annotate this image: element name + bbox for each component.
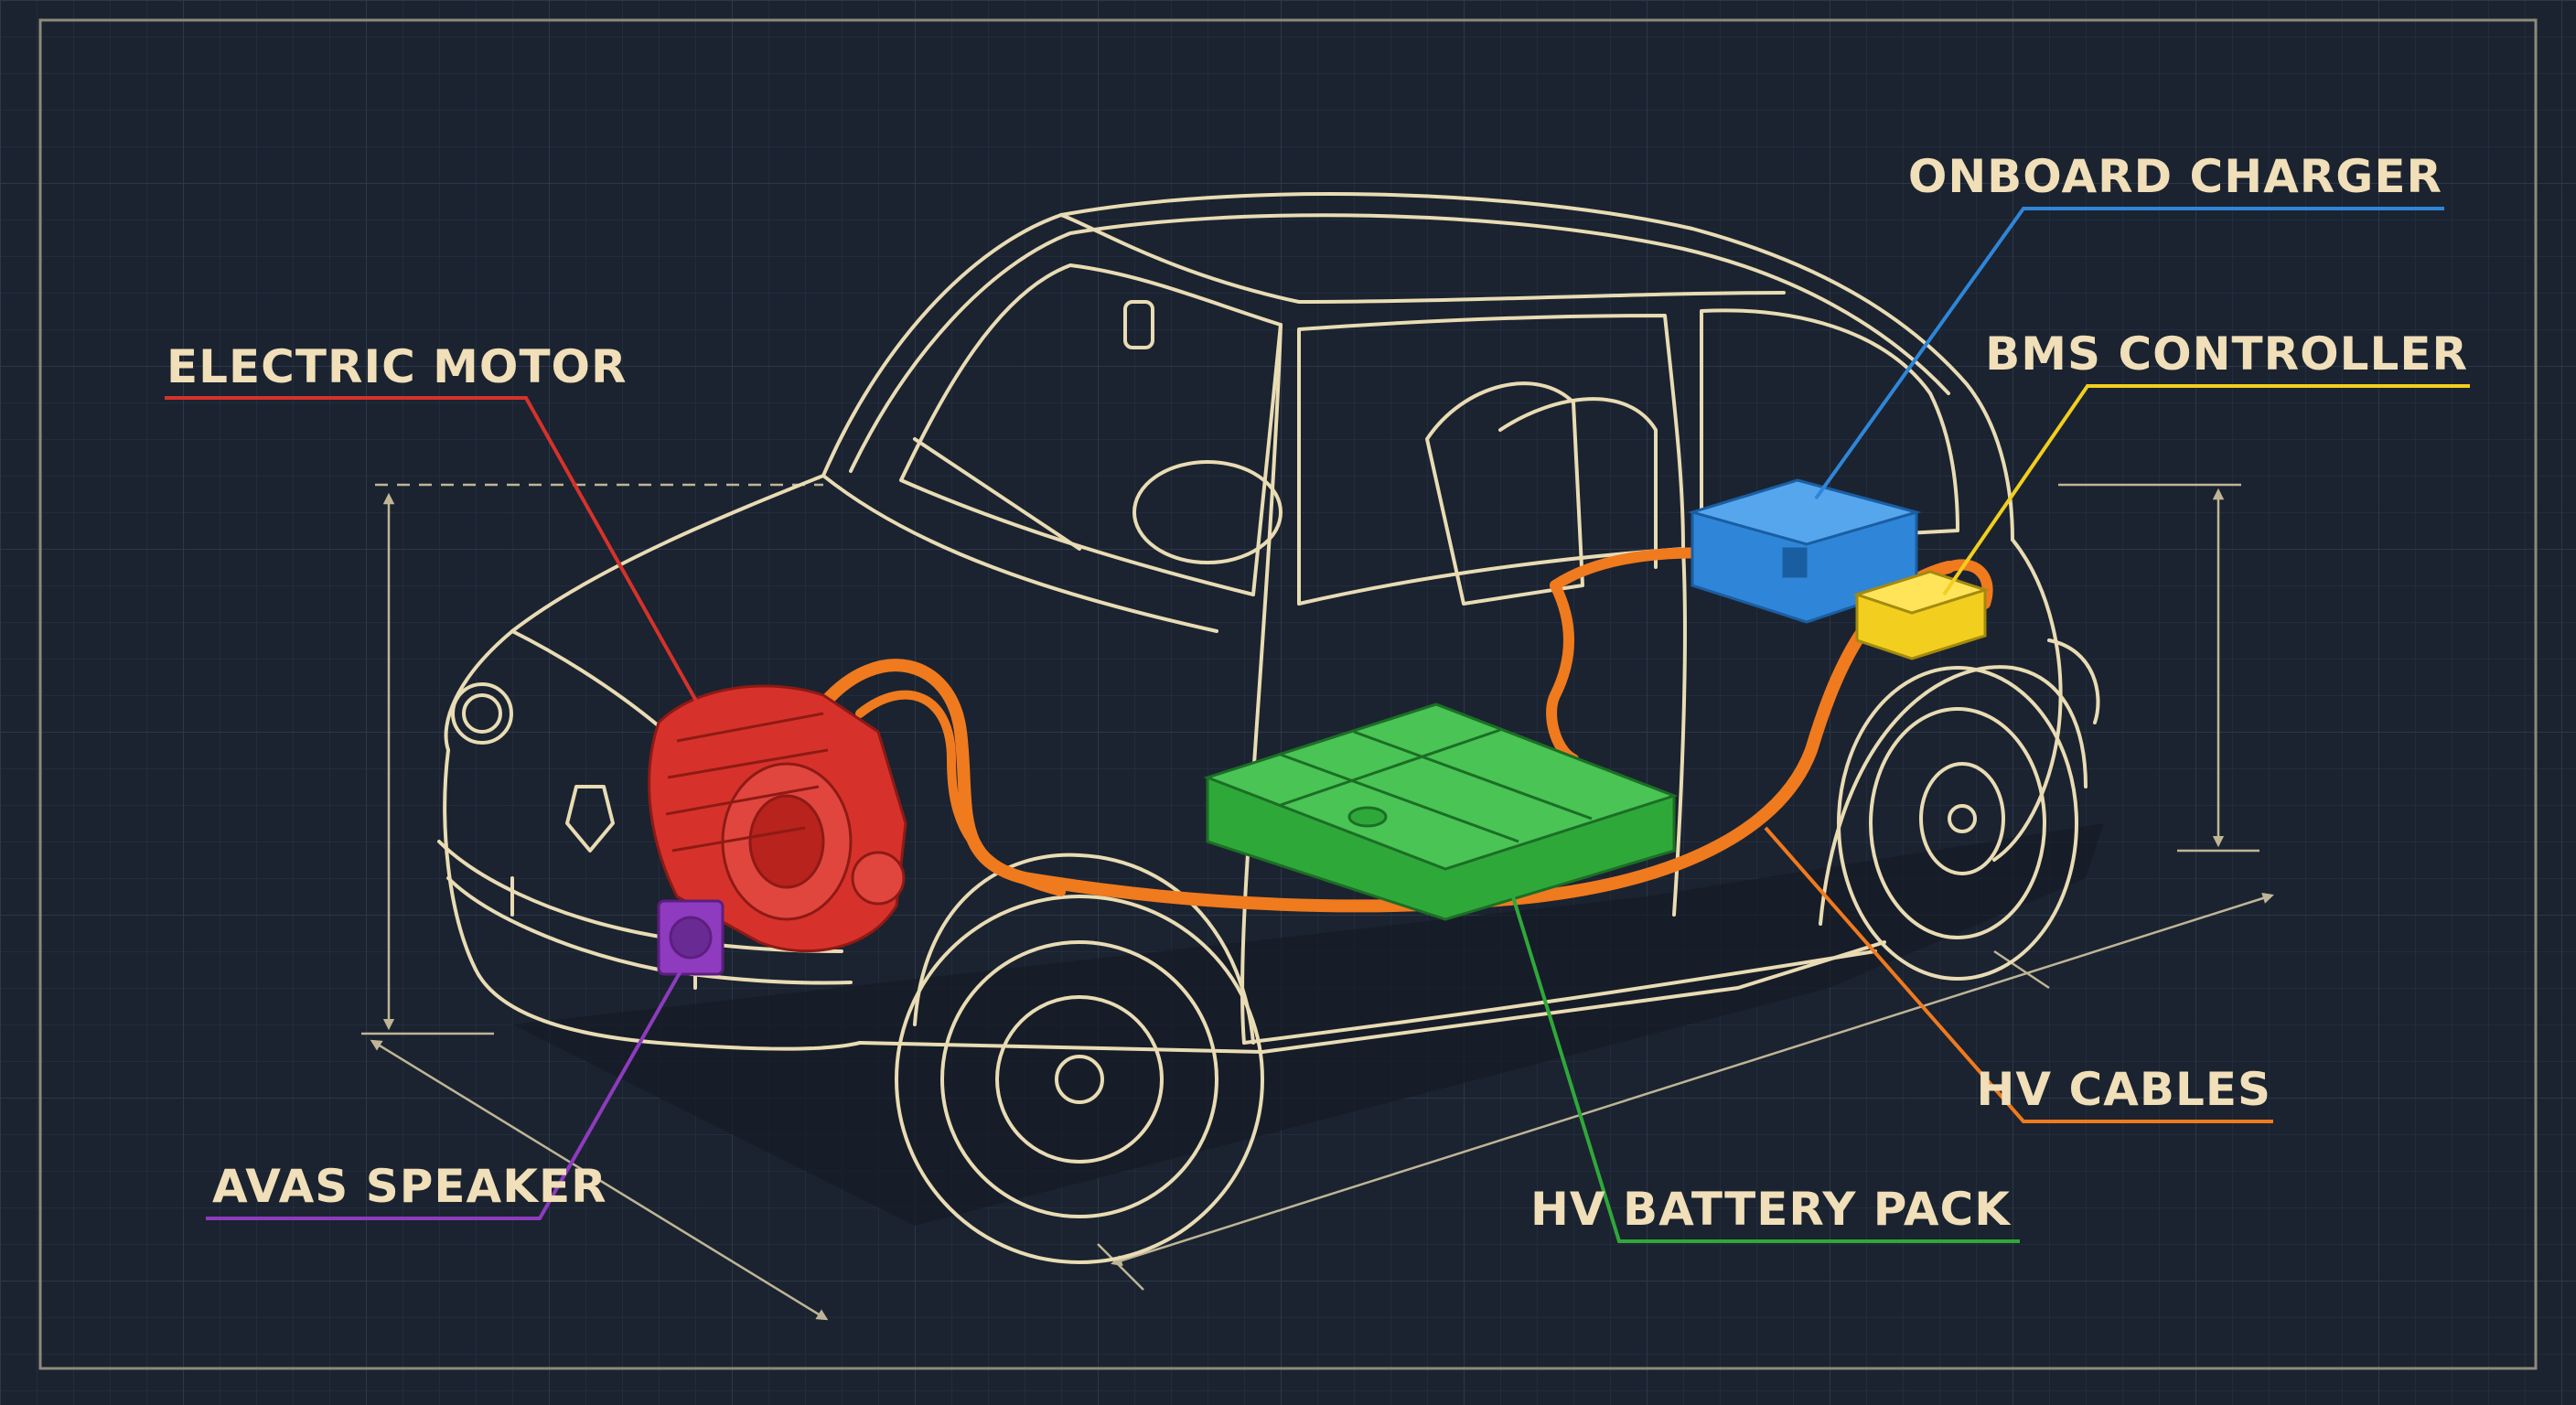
hv-cables-label: HV CABLES: [1977, 1063, 2271, 1116]
hv-battery-pack-label: HV BATTERY PACK: [1530, 1183, 2012, 1236]
charger-leader: [1814, 207, 2444, 500]
component-labels: ELECTRIC MOTOR ONBOARD CHARGER BMS CONTR…: [166, 150, 2468, 1236]
avas-speaker-label: AVAS SPEAKER: [212, 1160, 607, 1213]
cables-leader: [1764, 826, 2273, 1123]
speaker-icon: [657, 899, 724, 976]
leader-lines: [165, 207, 2470, 1243]
speaker-leader: [206, 969, 683, 1220]
dimension-lines: [361, 483, 2274, 1321]
battery-leader: [1498, 854, 2020, 1243]
blueprint-border: [38, 18, 2538, 1370]
electric-motor-icon: [648, 684, 907, 953]
bms-leader: [1942, 384, 2470, 596]
ground-shadow: [512, 823, 2104, 1226]
motor-leader: [165, 396, 715, 733]
charger-box-icon: [1687, 478, 1922, 624]
onboard-charger-label: ONBOARD CHARGER: [1908, 150, 2442, 203]
car-wireframe: [437, 192, 2100, 1264]
battery-pack-icon: [1203, 702, 1679, 921]
bms-controller-label: BMS CONTROLLER: [1985, 327, 2468, 381]
electric-motor-label: ELECTRIC MOTOR: [166, 340, 628, 393]
